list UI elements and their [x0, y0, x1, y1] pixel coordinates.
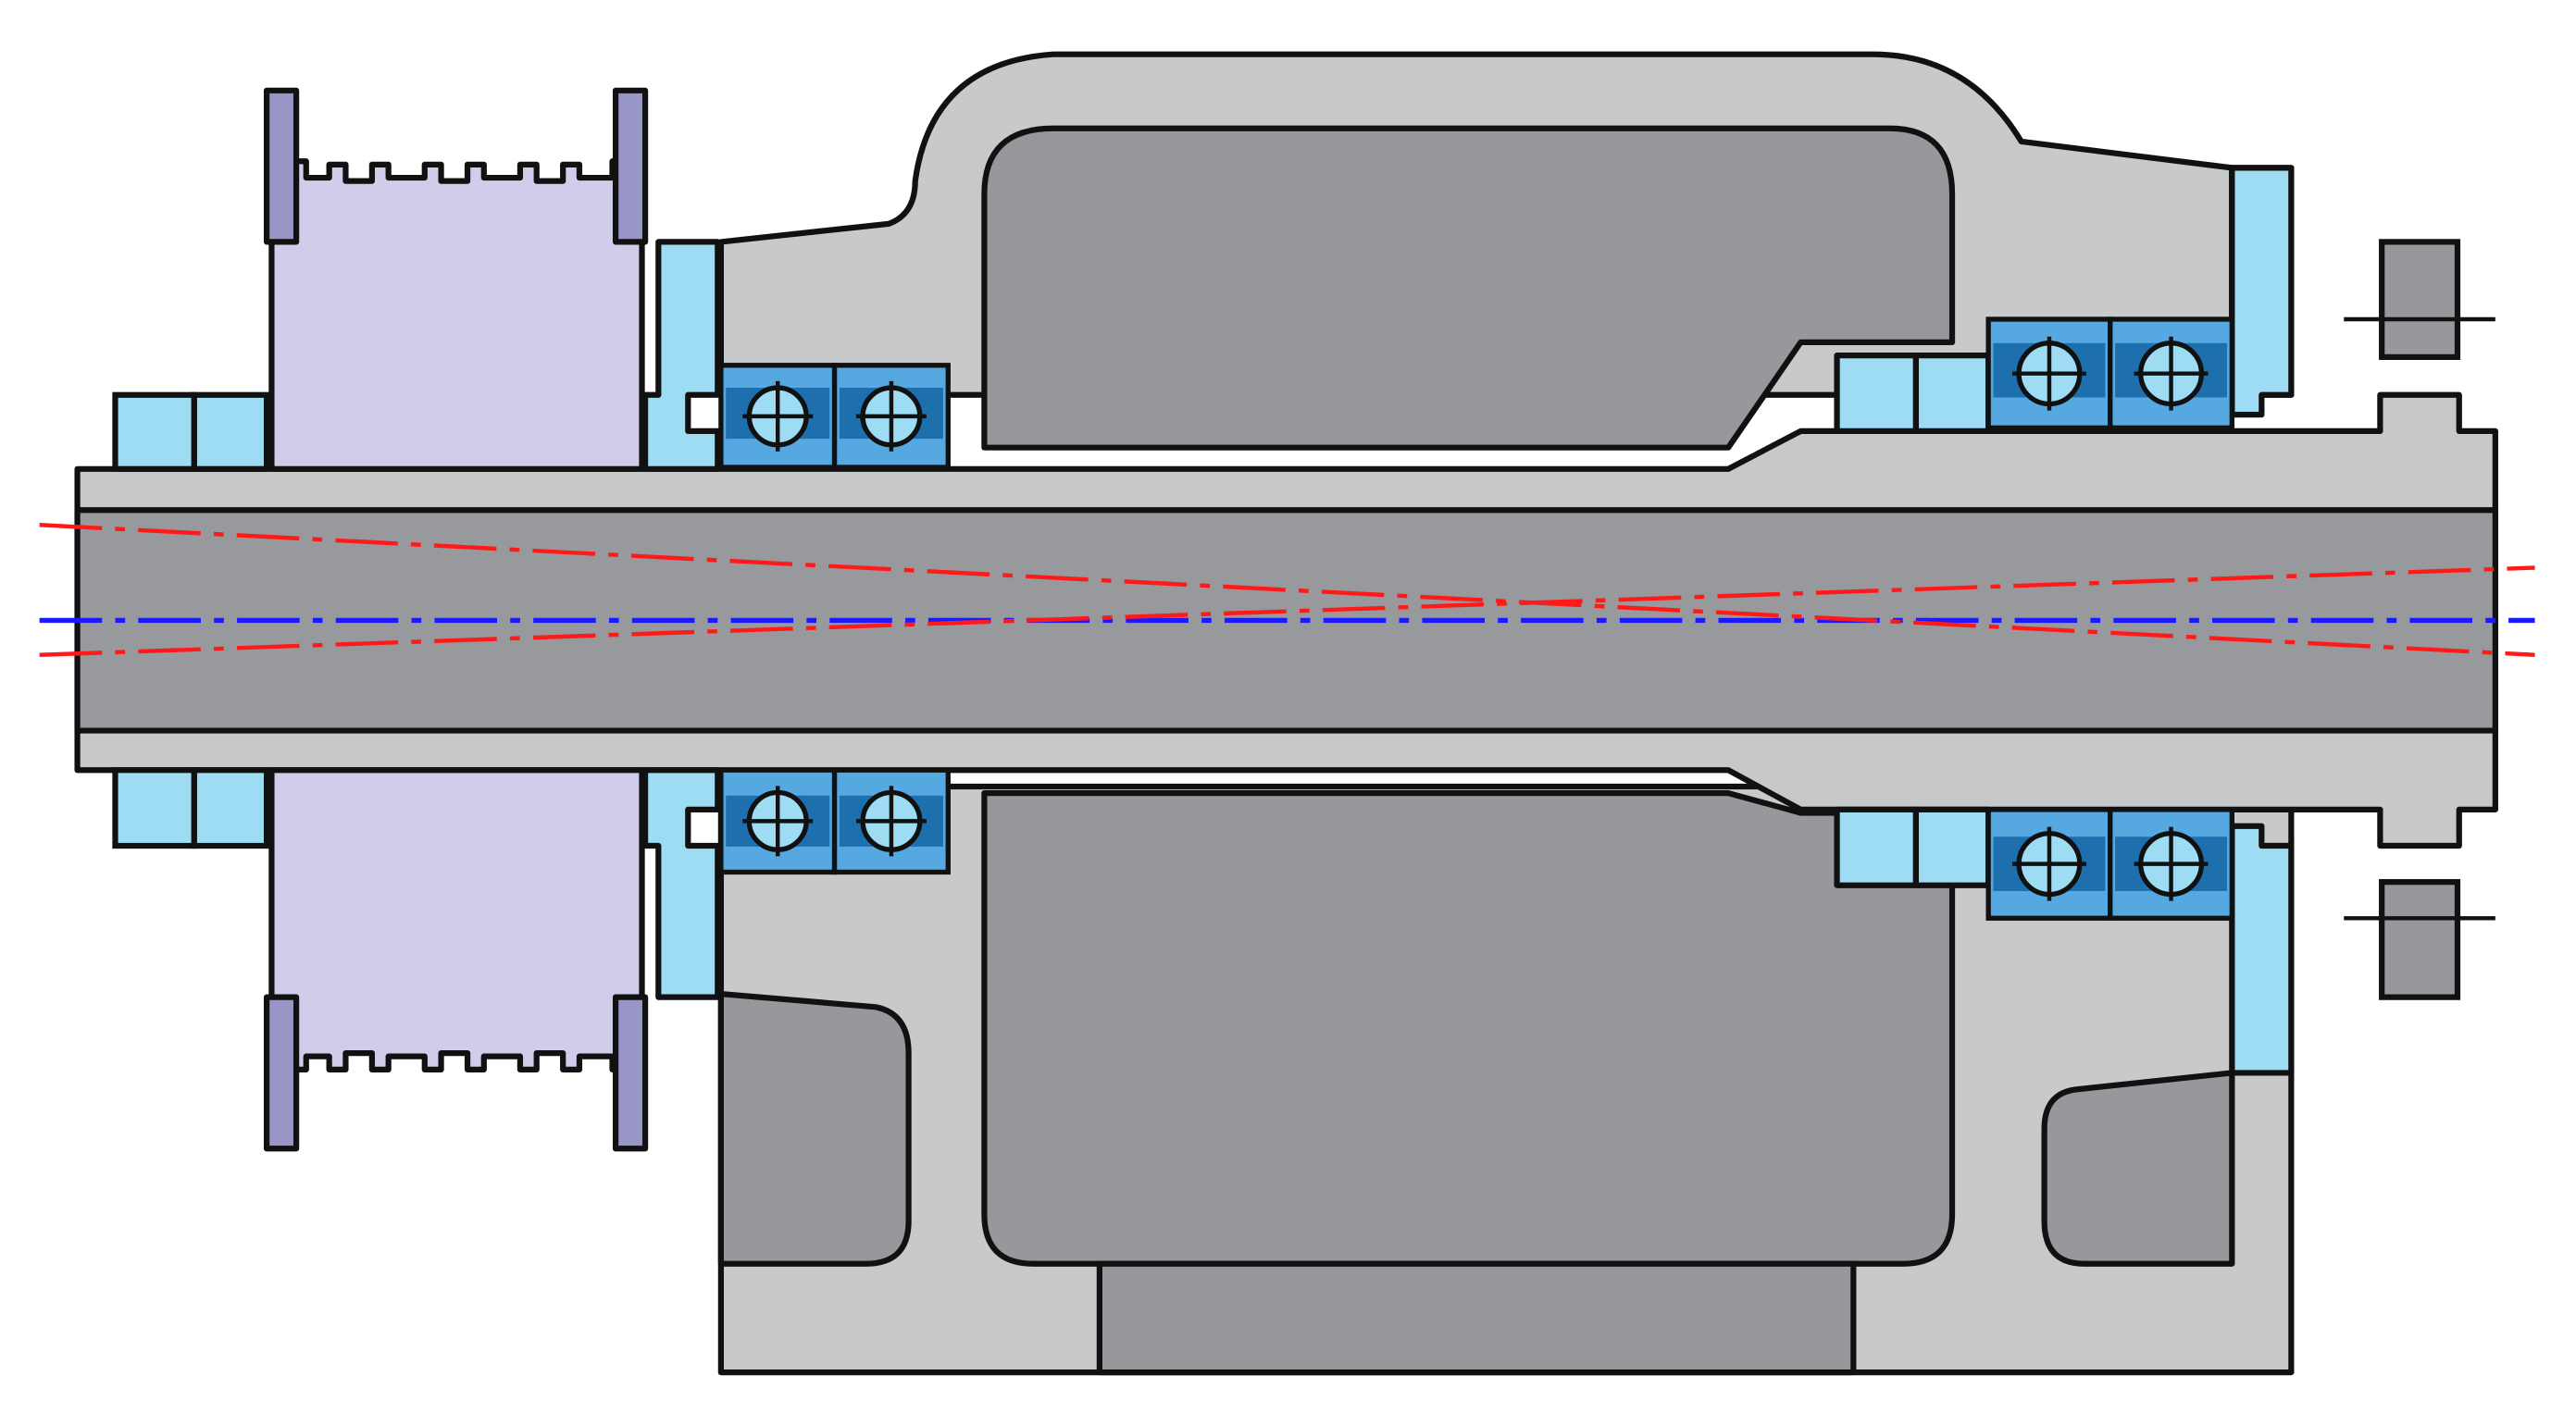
locknut-bottom	[2379, 879, 2461, 1000]
left-pocket	[717, 990, 912, 1267]
rear-cover-top	[2229, 165, 2295, 418]
rear-spacers	[1834, 165, 2295, 1076]
locknut-top	[2379, 239, 2461, 361]
bearing-pair-front-bottom	[718, 767, 951, 875]
rear-cover-bottom	[2229, 823, 2295, 1076]
timing-pulley	[263, 87, 649, 1152]
spacer-left-top-a	[112, 391, 197, 472]
spacer-left-top-b	[191, 391, 270, 472]
pulley-flange-left-top	[263, 87, 300, 245]
locknut	[2344, 239, 2495, 1000]
right-pocket	[2041, 1070, 2235, 1267]
spacer-rear-top-a	[1834, 352, 1920, 435]
front-cover-bottom	[641, 767, 721, 1000]
spacer-left-bottom-a	[112, 767, 197, 849]
front-bearing-cover	[641, 239, 721, 1000]
bearing-pair-front-top	[718, 363, 951, 470]
alignment-line-descending	[39, 523, 2535, 657]
motor-cavity-lower	[981, 790, 1956, 1267]
bearing-pair-rear-top	[1985, 316, 2235, 431]
housing	[717, 51, 2295, 1376]
spacer-left-bottom-b	[191, 767, 270, 849]
bearings	[718, 316, 2235, 921]
pulley-flange-right-bottom	[612, 994, 649, 1152]
motor-cavity	[981, 125, 1956, 451]
spacer-rear-bottom-b	[1912, 806, 1992, 888]
pulley-flange-right-top	[612, 87, 649, 245]
pulley-flange-left-bottom	[263, 994, 300, 1152]
reference-lines	[39, 523, 2535, 657]
spacer-rear-top-b	[1912, 352, 1992, 435]
left-spacers	[112, 391, 270, 849]
spacer-rear-bottom-a	[1834, 806, 1920, 888]
pulley-body-bottom	[268, 767, 645, 1073]
front-cover-top	[641, 239, 721, 472]
base-block	[1096, 1260, 1857, 1376]
bearing-pair-rear-bottom	[1985, 807, 2235, 921]
alignment-line-ascending	[39, 565, 2535, 657]
pulley-body-top	[268, 158, 645, 472]
